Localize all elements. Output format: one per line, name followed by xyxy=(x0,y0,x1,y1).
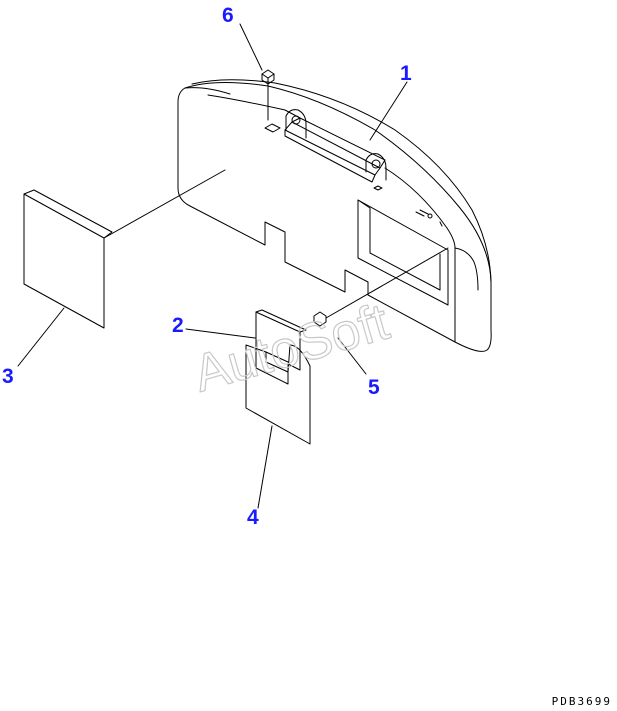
callout-4: 4 xyxy=(247,506,259,529)
callout-2: 2 xyxy=(172,314,184,337)
callout-1: 1 xyxy=(400,62,412,85)
watermark: AutoSoft xyxy=(187,293,395,404)
part-2-plate xyxy=(255,309,307,385)
leader-lines xyxy=(17,23,408,509)
drawing-code: PDB3699 xyxy=(551,695,612,708)
part-3-pad xyxy=(23,169,226,329)
callout-3: 3 xyxy=(2,365,14,388)
callout-6: 6 xyxy=(222,4,234,27)
part-5-bolt xyxy=(313,247,449,327)
callout-5: 5 xyxy=(368,376,380,399)
part-6-bolt xyxy=(261,69,275,121)
part-1-cover-body xyxy=(177,79,492,352)
part-4-plate xyxy=(245,344,311,445)
